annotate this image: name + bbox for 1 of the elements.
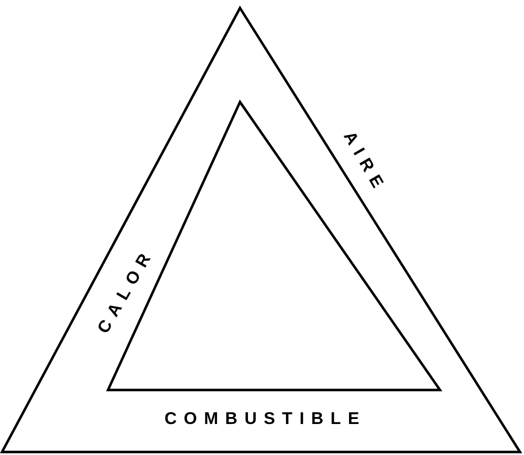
side-label: COMBUSTIBLE [164,410,366,426]
